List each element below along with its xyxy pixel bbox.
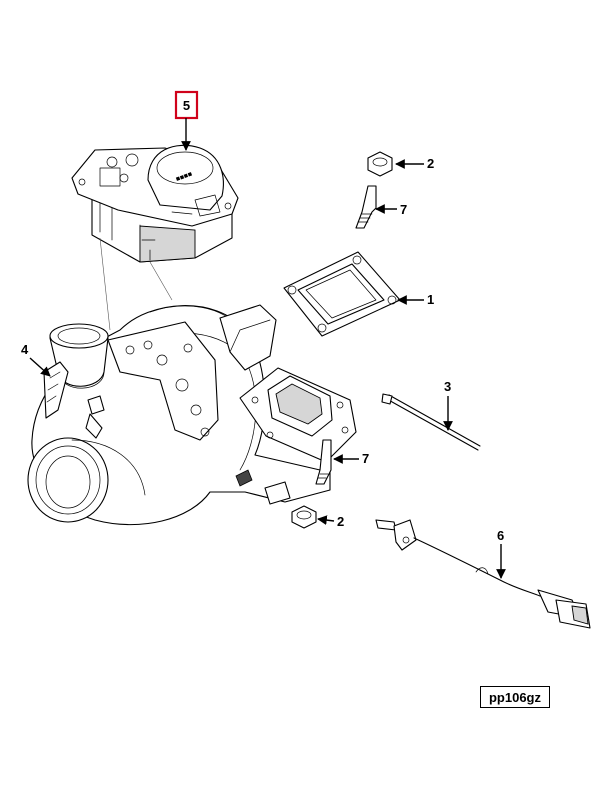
callout-number: 2: [337, 514, 344, 529]
turbocharger-assembly: [27, 304, 357, 526]
callout-number: 3: [444, 379, 451, 394]
callout-number: 1: [427, 292, 434, 307]
callout-nut-bottom: 2: [317, 514, 344, 529]
callout-number: 6: [497, 528, 504, 543]
callout-gasket: 1: [397, 292, 434, 307]
nut-bottom-part: [291, 505, 317, 529]
callout-stud-top: 7: [375, 202, 407, 217]
sensor-part: [375, 519, 591, 629]
callout-number: 7: [362, 451, 369, 466]
callout-number: 7: [400, 202, 407, 217]
callout-number: 4: [21, 342, 29, 357]
callout-number: 5: [183, 98, 190, 113]
stud-top-part: [355, 185, 377, 229]
stud-bottom-part: [315, 439, 332, 485]
gasket-part: [283, 251, 401, 337]
callout-cable-tie: 3: [443, 379, 453, 431]
callout-nut-top: 2: [395, 156, 434, 171]
callout-stud-bottom: 7: [333, 451, 369, 466]
callout-actuator: 5: [174, 90, 199, 151]
actuator-part: ■■■■: [71, 144, 239, 263]
figure-reference-code: pp106gz: [480, 686, 550, 708]
callout-sensor: 6: [496, 528, 506, 579]
nut-top-part: [367, 151, 393, 177]
cable-tie-part: [381, 393, 481, 451]
callout-compressor-part: 4: [21, 342, 51, 377]
callout-number: 2: [427, 156, 434, 171]
